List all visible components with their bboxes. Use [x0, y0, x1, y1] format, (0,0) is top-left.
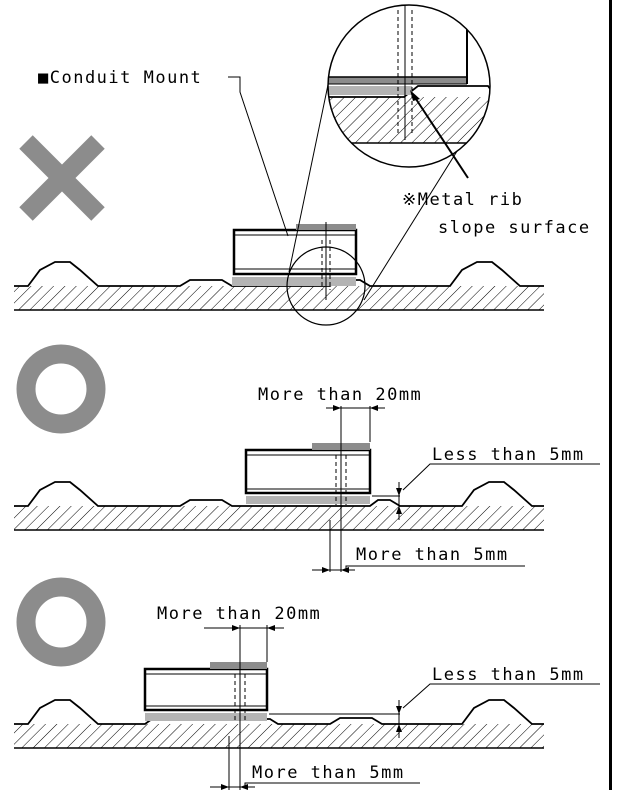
conduit-mount [244, 443, 372, 505]
metal-rib-label: ※Metal rib [402, 190, 523, 210]
conduit-mount-label: ■Conduit Mount [38, 68, 202, 88]
circle-mark-icon [16, 577, 106, 667]
case-incorrect: ■Conduit Mount ※Metal rib slope surface [14, 4, 591, 326]
case-correct-1: More than 20mm Less than 5mm More than 5… [14, 344, 600, 573]
cross-mark-icon [19, 135, 105, 221]
roof-surface [14, 261, 544, 311]
roof-surface [14, 481, 544, 531]
circle-mark-icon [16, 344, 106, 434]
roof-surface [14, 699, 544, 749]
overhang-dimension-label: More than 20mm [157, 604, 321, 624]
height-dimension-label: Less than 5mm [432, 445, 585, 465]
overhang-dimension-label: More than 20mm [258, 385, 422, 405]
detail-circle [286, 246, 366, 326]
case-correct-2: More than 20mm Less than 5mm More than 5… [14, 577, 600, 790]
slope-surface-label: slope surface [438, 218, 591, 238]
conduit-mount [232, 222, 358, 300]
page-border-right [609, 0, 612, 790]
conduit-mount [143, 662, 269, 722]
height-dimension-label: Less than 5mm [432, 665, 585, 685]
offset-dimension-label: More than 5mm [252, 763, 405, 783]
offset-dimension-label: More than 5mm [356, 545, 509, 565]
zoom-detail [327, 4, 491, 168]
